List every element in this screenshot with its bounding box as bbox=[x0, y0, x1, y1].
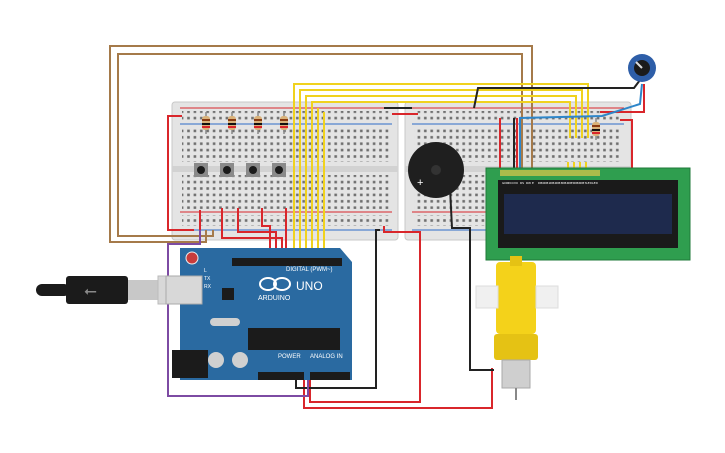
resistor-5 bbox=[592, 118, 600, 140]
uno-label: UNO bbox=[296, 279, 323, 293]
pushbutton-1 bbox=[194, 163, 208, 177]
arduino-brand: ARDUINO bbox=[258, 295, 291, 302]
buzzer: + bbox=[408, 142, 464, 198]
l-label: L bbox=[204, 268, 207, 274]
lcd-pin-label: LED bbox=[586, 181, 593, 185]
pushbutton-2 bbox=[220, 163, 234, 177]
potentiometer[interactable] bbox=[628, 54, 656, 82]
black-wires[interactable] bbox=[295, 79, 641, 389]
analog-label: ANALOG IN bbox=[310, 354, 343, 360]
dc-motor bbox=[475, 256, 559, 400]
blue-wires[interactable] bbox=[519, 83, 643, 168]
buzzer-plus-label: + bbox=[417, 177, 423, 189]
brown-wires[interactable] bbox=[109, 45, 533, 243]
lcd-pin-label: RW bbox=[526, 181, 531, 185]
lcd-pin-label: DB6 bbox=[574, 181, 580, 185]
pushbutton-3 bbox=[246, 163, 260, 177]
lcd-pin-label: DB4 bbox=[562, 181, 568, 185]
arduino-logo-icon bbox=[259, 277, 291, 291]
lcd-pin-label: DB7 bbox=[580, 181, 586, 185]
lcd-pin-label: V0 bbox=[514, 181, 518, 185]
pushbutton-4 bbox=[272, 163, 286, 177]
lcd-pin-row bbox=[500, 170, 600, 176]
rx-label: RX bbox=[204, 284, 212, 290]
lcd-pin-label: DB3 bbox=[556, 181, 562, 185]
lcd-pin-label: VCC bbox=[508, 181, 514, 185]
purple-wire[interactable] bbox=[167, 230, 309, 397]
arduino-uno: UNO ARDUINO DIGITAL (PWM~) POWER ANALOG … bbox=[165, 248, 352, 380]
tx-label: TX bbox=[204, 276, 211, 282]
lcd-pin-label: GND bbox=[502, 181, 510, 185]
digital-label: DIGITAL (PWM~) bbox=[286, 267, 333, 273]
resistor-1 bbox=[202, 112, 210, 134]
lcd-pin-label: LED bbox=[592, 181, 599, 185]
usb-icon: ⭠ bbox=[84, 283, 97, 300]
yellow-wire-bundle[interactable] bbox=[293, 83, 589, 258]
power-label: POWER bbox=[278, 354, 301, 360]
lcd-pin-label: DB1 bbox=[544, 181, 550, 185]
lcd-pin-label: E bbox=[532, 181, 534, 185]
resistor-2 bbox=[228, 112, 236, 134]
lcd-pin-label: DB5 bbox=[568, 181, 574, 185]
lcd-pin-label: DB0 bbox=[538, 181, 544, 185]
lcd-pin-label: RS bbox=[520, 181, 524, 185]
resistor-4 bbox=[280, 112, 288, 134]
resistors bbox=[202, 112, 600, 140]
lcd-pin-label: DB2 bbox=[550, 181, 556, 185]
pushbuttons[interactable] bbox=[194, 163, 286, 177]
resistor-3 bbox=[254, 112, 262, 134]
